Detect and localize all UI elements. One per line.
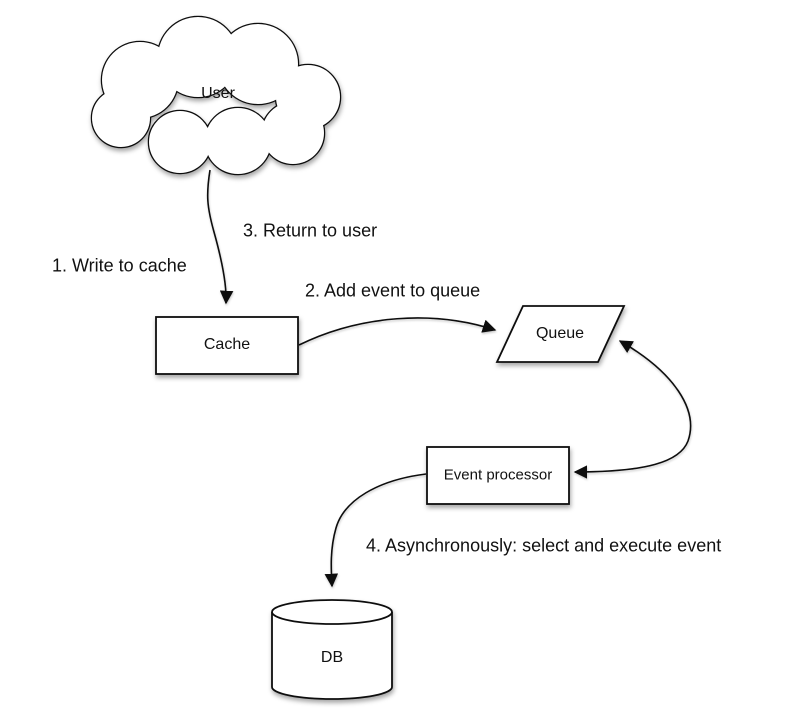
queue-node-shape (495, 305, 626, 363)
step3-return-to-user-label: 3. Return to user (243, 220, 378, 241)
step1-write-to-cache-label: 1. Write to cache (52, 255, 187, 276)
arrow-queue-event-processor (573, 340, 692, 479)
user-node-label: User (201, 85, 235, 102)
arrow-cache-to-queue (298, 317, 497, 346)
user-cloud-shape (90, 15, 342, 176)
queue-node-label: Queue (535, 325, 585, 342)
event-processor-node-label: Event processor (443, 466, 553, 484)
arrow-event-processor-to-db (324, 473, 427, 588)
db-node-label: DB (320, 649, 344, 666)
arrow-user-to-cache (206, 169, 234, 305)
db-cylinder-shape (271, 599, 393, 700)
event-processor-node-shape (426, 446, 570, 505)
step2-add-event-to-queue-label: 2. Add event to queue (305, 280, 481, 301)
cache-node-label: Cache (203, 336, 251, 353)
cache-node-shape (155, 316, 299, 375)
step4-asynchronously-label: 4. Asynchronously: select and execute ev… (366, 535, 722, 556)
